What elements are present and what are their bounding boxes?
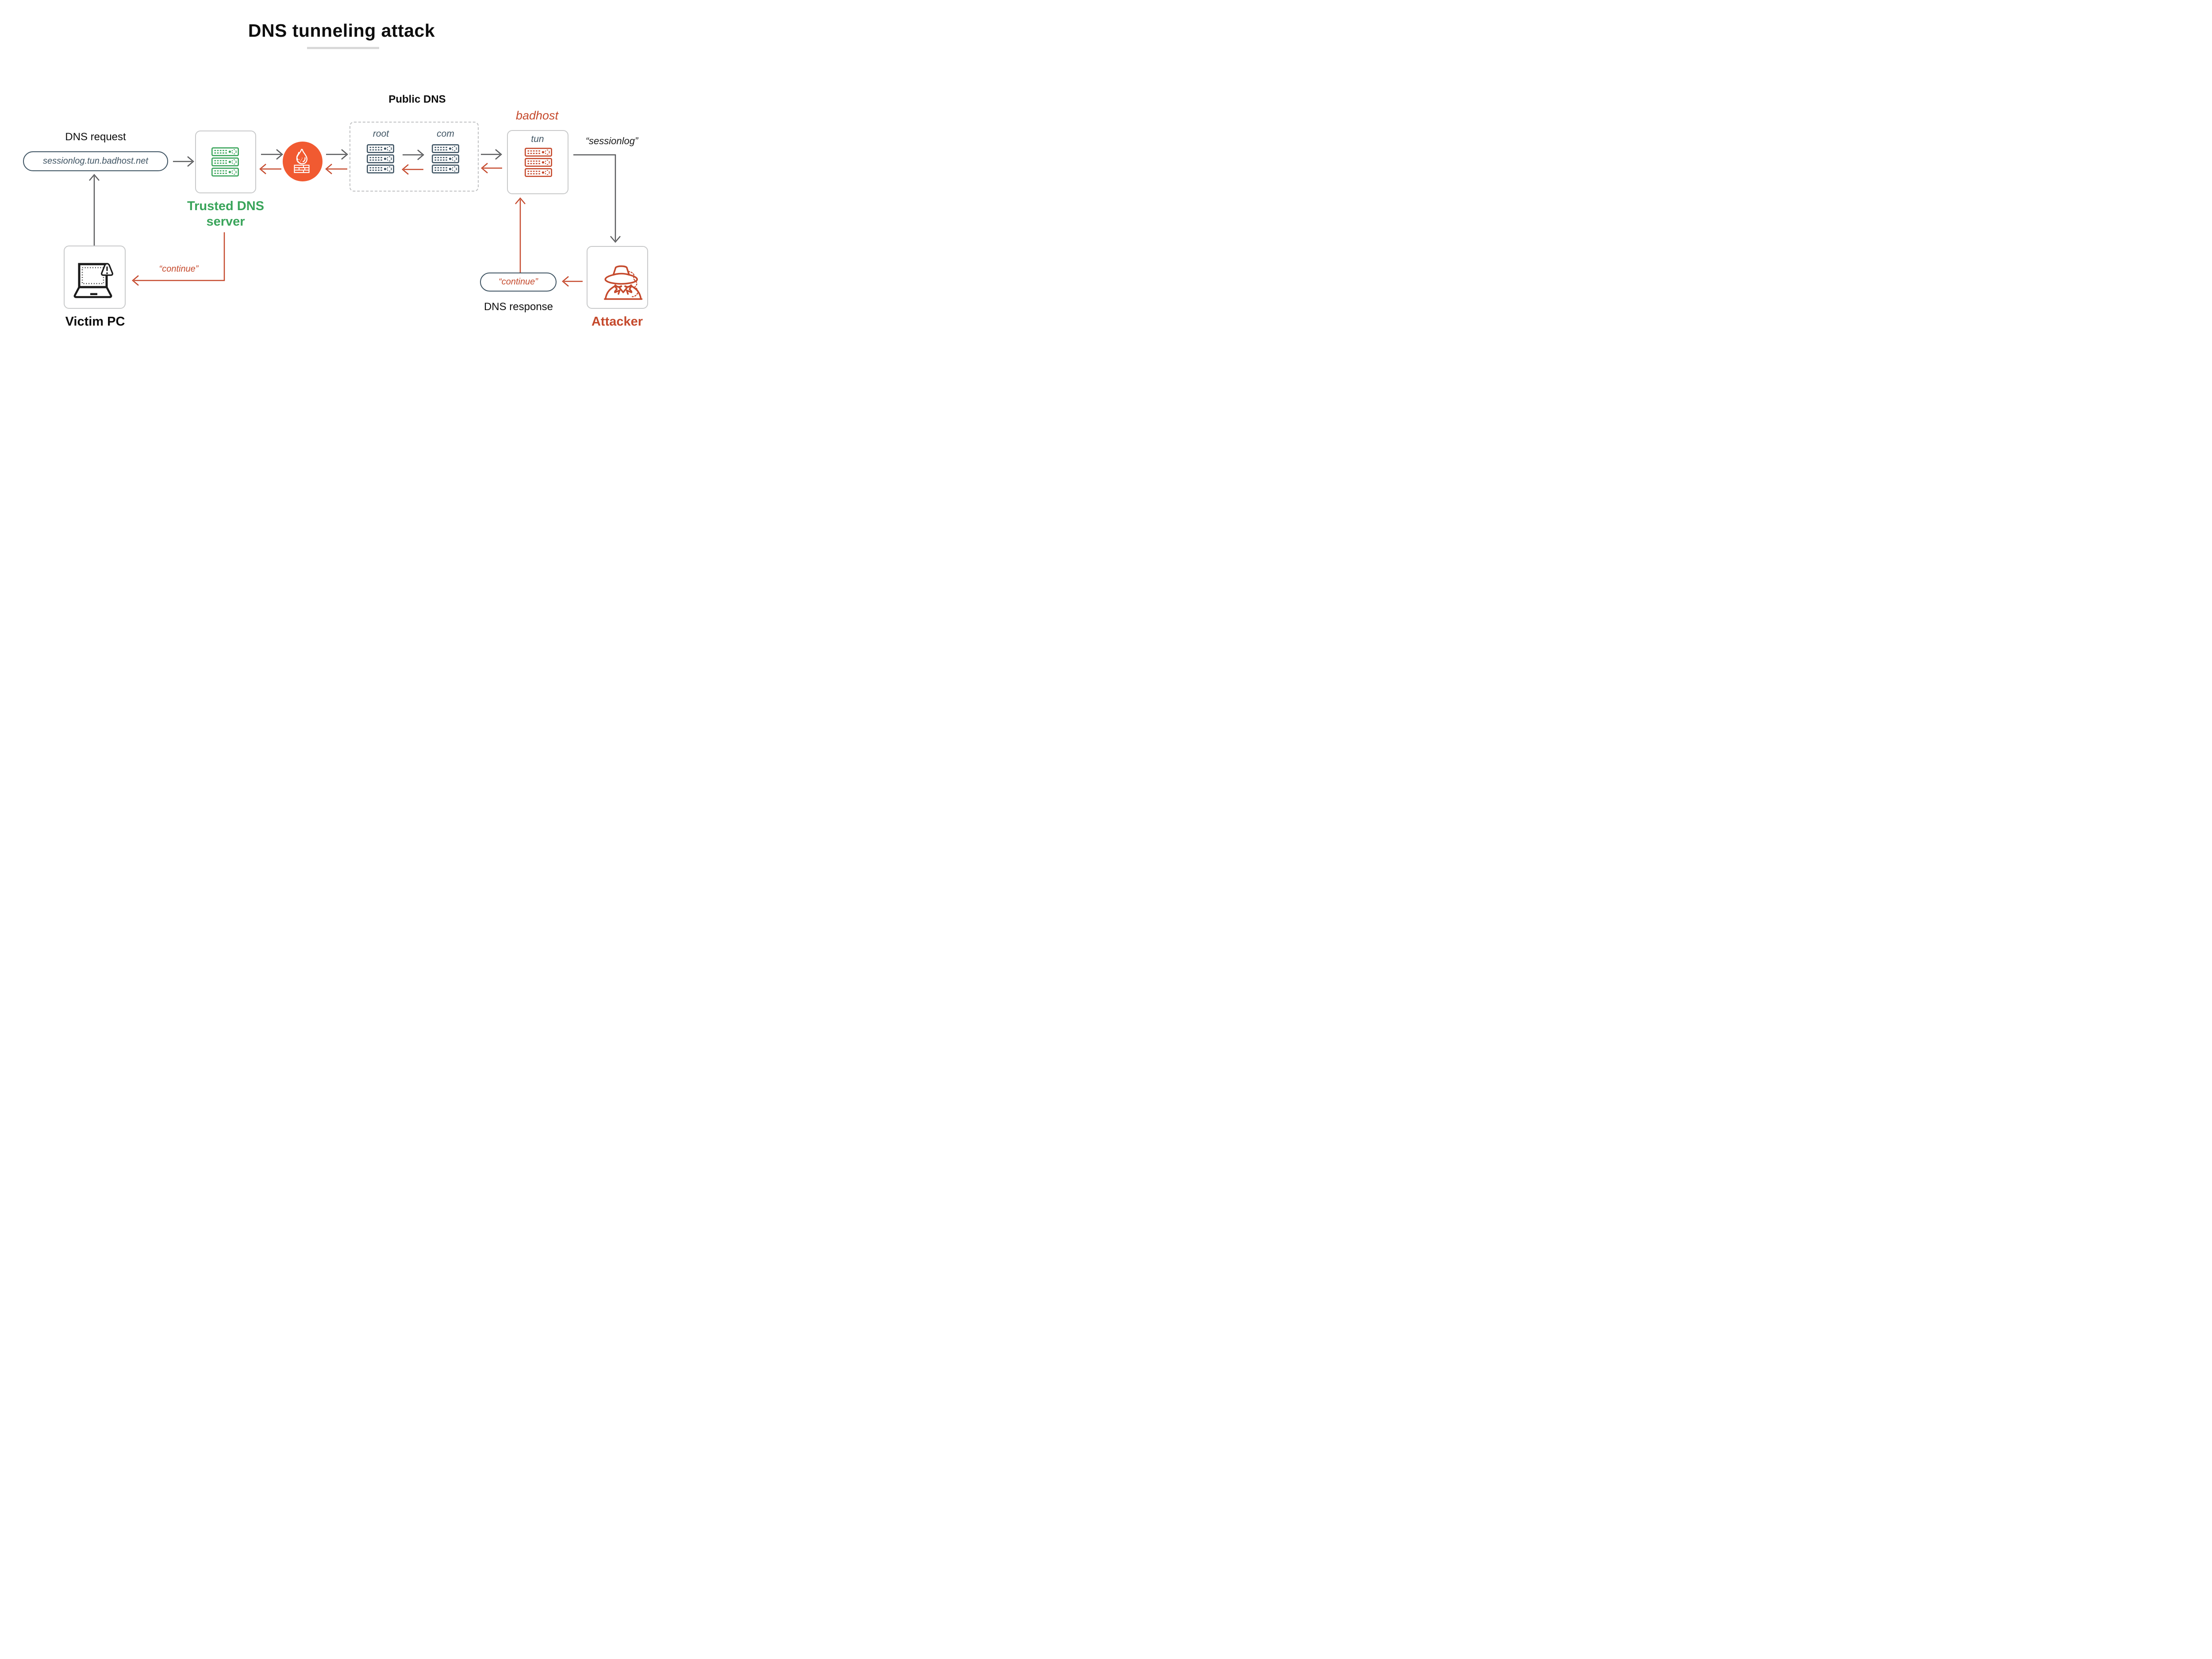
tun-zone-label: tun <box>531 134 544 144</box>
dns-response-value: “continue” <box>499 277 538 287</box>
sessionlog-annotation: “sessionlog” <box>585 135 638 146</box>
dns-request-pill: sessionlog.tun.badhost.net <box>23 151 168 171</box>
badhost-tun-box <box>507 130 568 194</box>
dns-tunneling-diagram: DNS tunneling attack DNS request session… <box>0 0 681 383</box>
public-dns-label: Public DNS <box>388 93 446 105</box>
com-zone-label: com <box>437 129 454 139</box>
dns-request-label: DNS request <box>65 131 126 143</box>
continue-left-annotation: “continue” <box>159 264 199 274</box>
dns-request-query: sessionlog.tun.badhost.net <box>43 156 148 166</box>
arrow-tun-to-publicdns-red <box>481 163 502 173</box>
page-title: DNS tunneling attack <box>248 20 435 41</box>
title-underline <box>307 47 379 49</box>
arrow-publicdns-to-tun <box>481 149 502 160</box>
arrow-trusted-to-victim-elbow-red <box>132 232 225 286</box>
arrow-request-to-trusted <box>173 156 194 167</box>
com-server-rack-icon <box>432 144 459 173</box>
trusted-dns-server-rack-icon <box>211 147 239 177</box>
laptop-warning-icon <box>73 261 117 302</box>
arrow-victim-to-request <box>89 174 100 246</box>
spy-hat-icon <box>600 259 644 305</box>
trusted-dns-server-label: Trusted DNS server <box>187 199 265 229</box>
arrow-tun-to-attacker-elbow <box>573 154 621 243</box>
trusted-dns-server-box <box>195 131 256 193</box>
victim-pc-label: Victim PC <box>65 315 125 329</box>
arrow-firewall-to-publicdns <box>326 149 348 160</box>
dns-response-label: DNS response <box>484 301 553 313</box>
attacker-label: Attacker <box>591 315 643 329</box>
arrow-attacker-to-response-red <box>562 276 583 287</box>
arrow-response-to-tun-red <box>515 197 526 273</box>
tun-server-rack-icon <box>525 148 552 177</box>
root-server-rack-icon <box>367 144 394 173</box>
badhost-label: badhost <box>515 109 559 122</box>
victim-pc-box <box>64 246 126 309</box>
root-zone-label: root <box>373 129 389 139</box>
dns-response-pill: “continue” <box>480 273 557 292</box>
arrow-trusted-to-firewall <box>261 149 283 160</box>
firewall-flame-brick-icon <box>283 142 323 184</box>
arrow-publicdns-to-firewall-red <box>325 164 347 174</box>
public-dns-group-box <box>349 122 479 192</box>
arrow-firewall-to-trusted-red <box>259 164 281 174</box>
